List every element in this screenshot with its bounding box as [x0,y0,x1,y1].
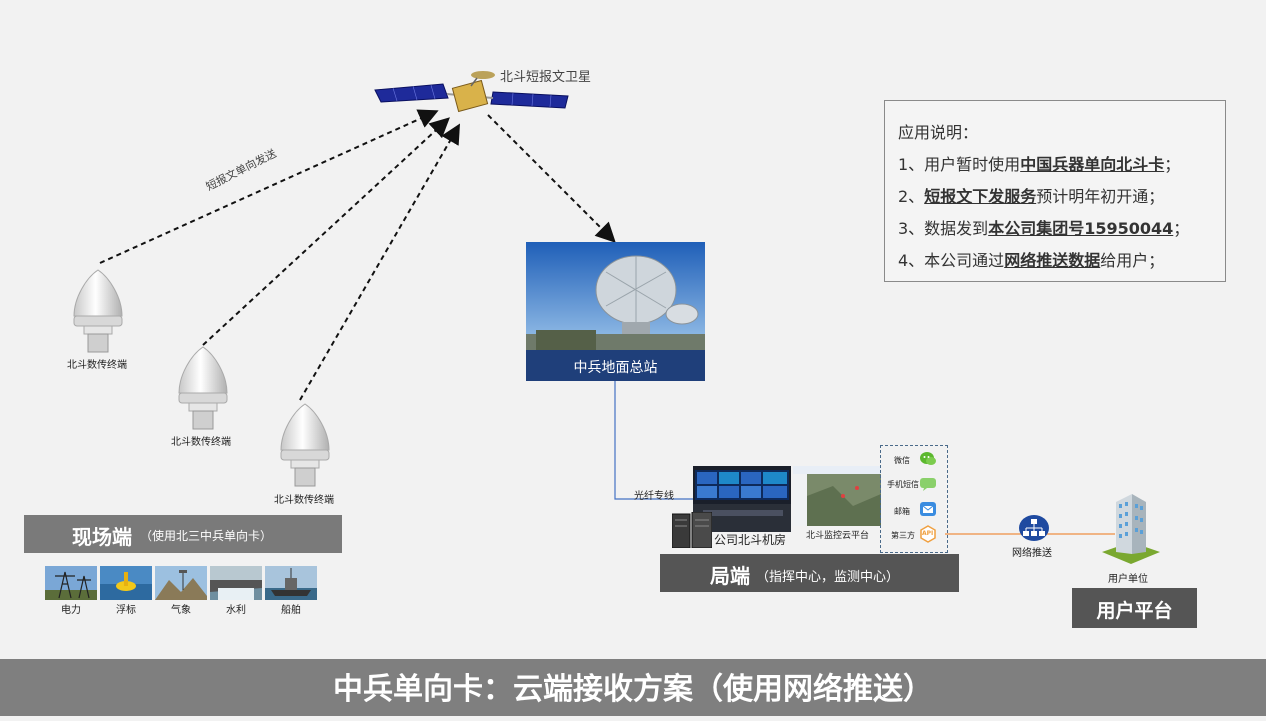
network-push-icon [1019,515,1049,541]
user-platform-title: 用户平台 [1096,600,1173,622]
ground-station-bar [526,350,705,381]
notes-line-3-emphasis: 本公司集团号15950044 [988,219,1174,238]
field-subtitle: （使用北三中兵单向卡） [140,529,273,543]
power-label: 电力 [61,605,81,616]
ground-station-image [526,242,705,350]
buoy-label: 浮标 [116,605,136,616]
terminal-antenna-icon-1 [73,269,123,353]
terminal-label-1: 北斗数传终端 [67,360,127,371]
footer-title: 中兵单向卡：云端接收方案（使用网络推送） [0,659,1266,716]
notes-title: 应用说明： [898,123,979,142]
push-channels-box [880,445,948,553]
monitor-platform-label: 北斗监控云平台 [806,531,870,541]
satellite-label: 北斗短报文卫星 [500,70,592,85]
channel-label-wechat: 微信 [894,456,910,465]
channel-label-third-party: 第三方 [891,531,915,540]
terminal-antenna-icon-3 [280,403,330,487]
downlink-arrow [487,114,616,243]
wechat-icon [920,452,936,465]
email-icon [920,502,936,516]
server-room-label: 公司北斗机房 [714,533,787,547]
fiber-line [614,381,693,500]
uplink-arrow-3 [299,123,461,401]
uplink-arrow-2 [202,117,450,346]
notes-box: 应用说明： 1、用户暂时使用中国兵器单向北斗卡； 2、短报文下发服务预计明年初开… [884,100,1226,282]
bureau-title: 局端 [710,564,750,588]
field-title: 现场端 [72,525,132,549]
notes-line-3: 3、数据发到本公司集团号15950044； [898,219,1190,238]
api-label: API [922,530,934,537]
power-image [45,566,97,600]
satellite-icon [374,71,569,113]
building-icon [1102,494,1160,564]
bureau-subtitle: （指挥中心，监测中心） [756,570,900,585]
water-image [210,566,262,600]
bureau-band: 局端 （指挥中心，监测中心） [660,554,959,592]
terminal-antenna-icon-2 [178,346,228,430]
network-push-label: 网络推送 [1012,548,1052,559]
buoy-image [100,566,152,600]
monitor-platform-image [793,466,881,526]
notes-line-2: 2、短报文下发服务预计明年初开通； [898,187,1165,206]
channel-label-sms: 手机短信 [887,480,919,489]
user-unit-label: 用户单位 [1108,574,1148,585]
notes-line-1-emphasis: 中国兵器单向北斗卡 [1020,155,1165,174]
fiber-label: 光纤专线 [634,491,674,502]
field-band: 现场端 （使用北三中兵单向卡） [24,515,342,553]
notes-line-4: 4、本公司通过网络推送数据给用户； [898,251,1165,270]
notes-line-1: 1、用户暂时使用中国兵器单向北斗卡； [898,155,1181,174]
control-room-image [693,466,791,532]
uplink-arrow-1 [99,109,439,264]
ship-image [265,566,317,600]
channel-label-email: 邮箱 [894,507,910,516]
terminal-label-2: 北斗数传终端 [171,437,231,448]
server-rack-icon [672,512,712,548]
water-label: 水利 [226,605,246,616]
notes-line-4-emphasis: 网络推送数据 [1004,251,1101,270]
terminal-label-3: 北斗数传终端 [274,495,334,506]
sms-icon [920,478,936,491]
api-icon [920,525,936,543]
user-platform-band: 用户平台 [1072,588,1197,628]
notes-line-2-emphasis: 短报文下发服务 [924,187,1037,206]
weather-image [155,566,207,600]
ground-station-label: 中兵地面总站 [573,360,658,376]
ship-label: 船舶 [281,605,301,616]
weather-label: 气象 [171,605,191,616]
